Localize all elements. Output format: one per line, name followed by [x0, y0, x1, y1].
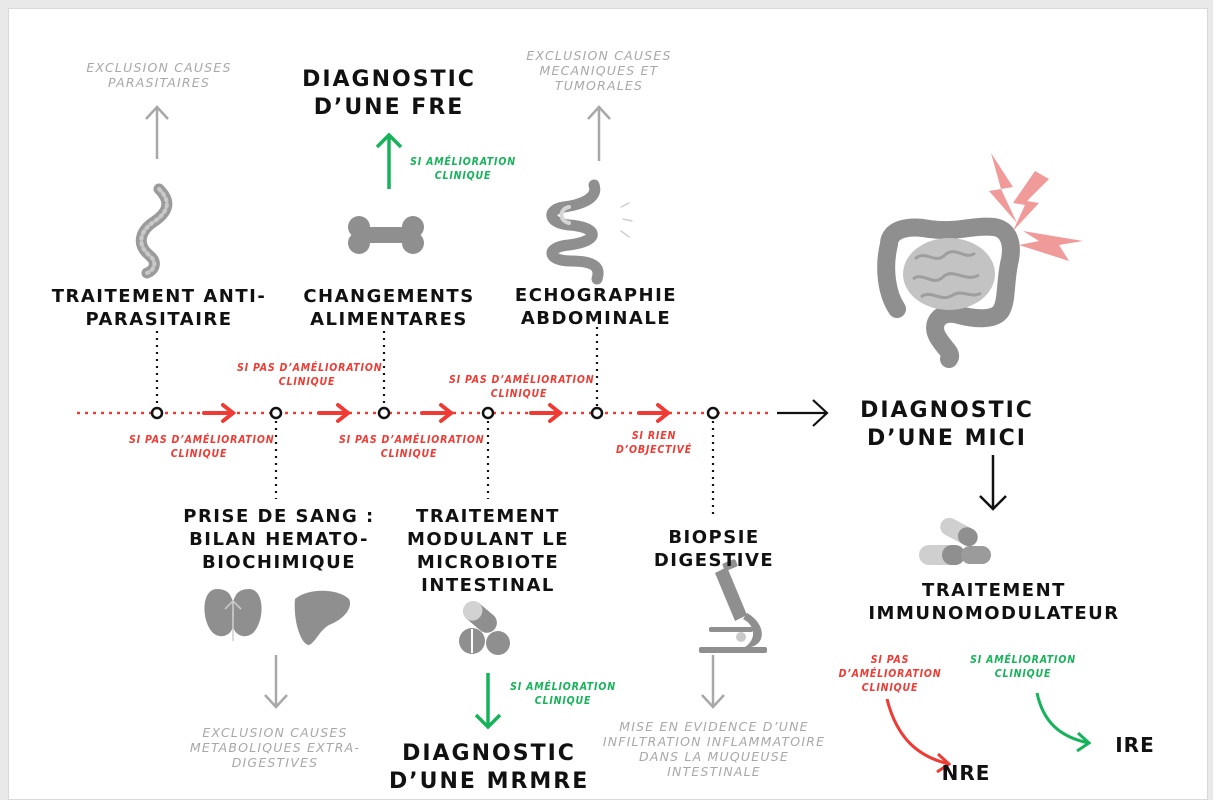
- capsules-icon: [919, 517, 991, 565]
- arrow-to-mici: [777, 399, 829, 427]
- red-arrow-3: [420, 403, 455, 423]
- node-echographie: [590, 406, 604, 420]
- node-prise-sang: [269, 406, 283, 420]
- ire-label: IRE: [1115, 733, 1155, 757]
- pain-bolt-icon: [989, 153, 1083, 261]
- red-arrow-1: [202, 403, 237, 423]
- red-arrow-5: [637, 403, 672, 423]
- node-microbiote: [481, 406, 495, 420]
- green-up-arrow-fre: [375, 132, 403, 189]
- gray-down-arrow-infiltration: [701, 655, 725, 709]
- flowchart-graphics: [77, 105, 1092, 774]
- bone-icon: [348, 216, 424, 254]
- step-antiparasitaire: TRAITEMENT ANTI-PARASITAIRE: [51, 286, 267, 330]
- curved-arrow-ire: [1035, 692, 1092, 753]
- curved-arrow-nre: [885, 698, 952, 774]
- intestine-icon: [546, 179, 633, 285]
- red-arrow-2: [317, 403, 352, 423]
- node-antiparasitaire: [150, 406, 164, 420]
- black-down-arrow-mici: [979, 455, 1007, 511]
- gray-down-arrow-metaboliques: [264, 655, 288, 709]
- step-connectors: [155, 327, 715, 519]
- step-prise-sang: PRISE DE SANG :BILAN HEMATO-BIOCHIMIQUE: [183, 506, 375, 573]
- timeline-arrows: [202, 403, 672, 423]
- gray-up-arrow-parasitaires: [145, 105, 169, 159]
- node-alimentaires: [377, 406, 391, 420]
- kidney-liver-icon: [204, 589, 351, 645]
- pills-icon: [459, 601, 510, 655]
- red-arrow-4: [529, 403, 564, 423]
- gray-up-arrow-mecaniques: [587, 105, 611, 161]
- worm-icon: [135, 183, 173, 279]
- colon-icon: [877, 153, 1083, 368]
- nre-label: NRE: [941, 761, 991, 785]
- microscope-icon: [699, 559, 767, 653]
- node-biopsie: [706, 406, 720, 420]
- green-down-arrow-mrmre: [474, 673, 502, 730]
- timeline-nodes: [150, 406, 720, 420]
